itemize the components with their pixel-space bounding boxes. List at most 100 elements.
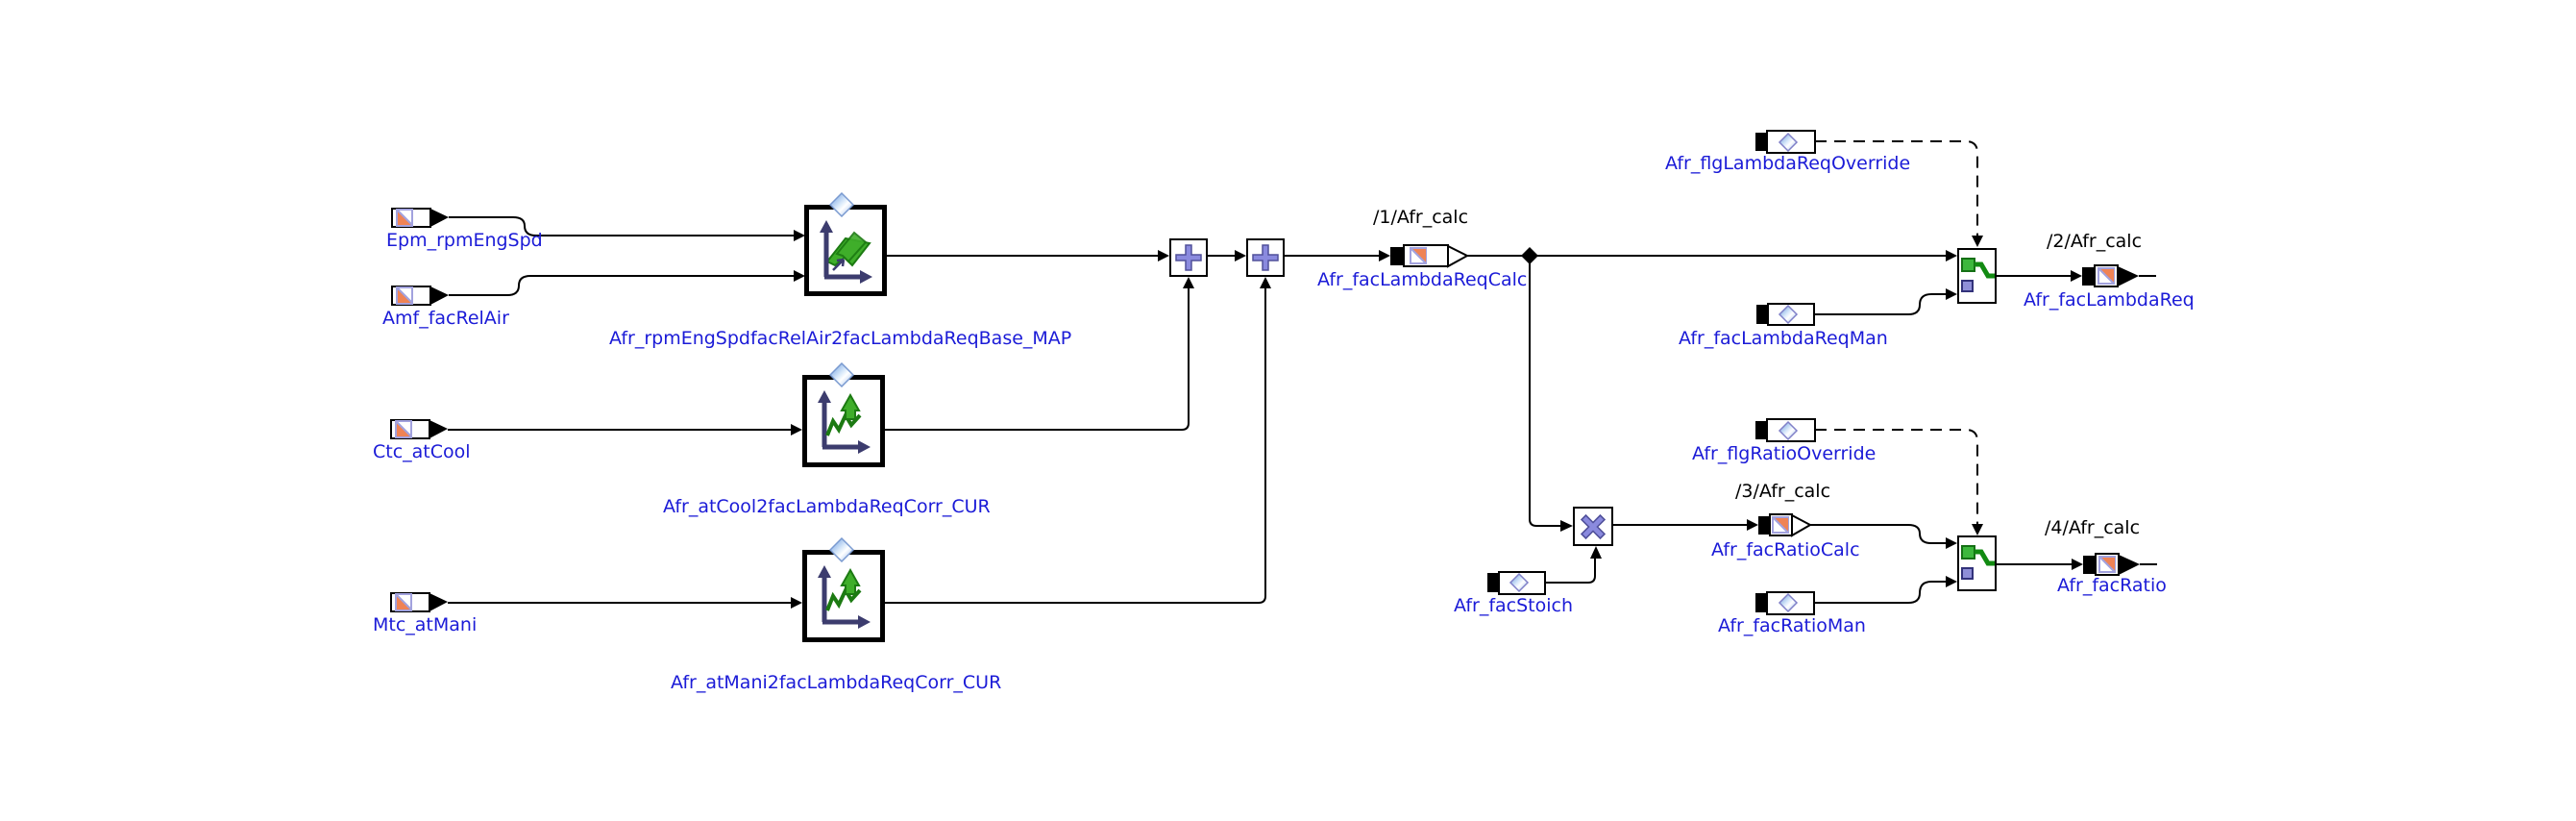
port-arrow-hollow <box>1447 244 1470 268</box>
message-icon <box>1778 304 1799 325</box>
plus-icon <box>1252 244 1279 271</box>
curve-icon <box>818 565 871 629</box>
msgport-label: Afr_flgRatioOverride <box>1692 443 1877 464</box>
arrowhead <box>1158 250 1169 261</box>
inport-epm-rpmengspd[interactable] <box>391 208 449 228</box>
wire-branch-to-mult[interactable] <box>1529 256 1573 532</box>
outport-label: Afr_facLambdaReq <box>2024 289 2195 311</box>
port-arrow <box>2119 555 2140 575</box>
add-block-2[interactable] <box>1246 238 1285 277</box>
curve-block-label: Afr_atMani2facLambdaReqCorr_CUR <box>671 672 1002 693</box>
arrowhead <box>794 270 805 282</box>
wire-ratiocalc-to-switch2[interactable] <box>1810 524 1957 549</box>
arrowhead <box>1946 537 1957 549</box>
wire-add2-to-outport1[interactable] <box>1285 250 1390 261</box>
wire-amf-to-map[interactable] <box>449 270 805 296</box>
arrowhead <box>1972 236 1983 247</box>
port-arrow <box>429 420 448 438</box>
inport-label: Amf_facRelAir <box>382 308 509 329</box>
msgport-afr-faclambdareqman[interactable] <box>1756 303 1815 326</box>
calibration-diamond-icon <box>829 537 854 562</box>
outport-label: Afr_facLambdaReqCalc <box>1317 269 1528 290</box>
inport-ctc-atcool[interactable] <box>390 419 448 439</box>
multiply-icon <box>1580 513 1607 539</box>
arrowhead <box>791 597 802 609</box>
inport-amf-facrelair[interactable] <box>391 286 449 306</box>
add-block-1[interactable] <box>1169 238 1208 277</box>
msgport-afr-flglambdareqoverride[interactable] <box>1755 130 1816 154</box>
map-lookup-block[interactable] <box>804 205 887 296</box>
wire-switch1-to-outport2[interactable] <box>1997 270 2082 282</box>
override-switch-ratio[interactable] <box>1957 535 1997 591</box>
override-switch-lambda[interactable] <box>1957 248 1997 304</box>
outport-1-afr-faclambdareqcalc[interactable] <box>1390 244 1470 268</box>
map-icon <box>820 219 872 284</box>
switch-icon <box>1961 545 1995 580</box>
arrowhead <box>1747 519 1758 531</box>
outport-2-afr-faclambdareq[interactable] <box>2082 264 2139 287</box>
wire-ctc-to-cur[interactable] <box>448 424 802 435</box>
curve-icon <box>818 390 871 454</box>
message-icon <box>1509 572 1530 593</box>
arrowhead <box>1972 524 1983 535</box>
sequence-tag: /4/Afr_calc <box>2045 517 2141 538</box>
port-arrow <box>2118 266 2139 286</box>
msgport-label: Afr_flgLambdaReqOverride <box>1665 153 1911 174</box>
arrowhead <box>1235 250 1246 261</box>
msgport-afr-facstoich[interactable] <box>1487 571 1546 595</box>
calibration-diamond-icon <box>829 192 854 217</box>
wire-ratioman-to-switch2[interactable] <box>1814 576 1957 604</box>
sequence-tag: /1/Afr_calc <box>1373 207 1469 228</box>
port-arrow-hollow <box>1791 513 1813 537</box>
arrowhead <box>1946 288 1957 300</box>
inport-label: Epm_rpmEngSpd <box>386 230 543 251</box>
arrowhead <box>1260 277 1271 288</box>
wire-lambdaman-to-switch1[interactable] <box>1814 288 1957 315</box>
sequence-tag: /3/Afr_calc <box>1735 481 1831 502</box>
wire-epm-to-map[interactable] <box>449 216 805 241</box>
arrowhead <box>1183 277 1194 288</box>
port-arrow <box>430 209 449 227</box>
wire-curcool-to-add1[interactable] <box>885 277 1194 431</box>
arrowhead <box>794 230 805 241</box>
msgport-label: Afr_facRatioMan <box>1718 615 1866 636</box>
wire-curmani-to-add2[interactable] <box>885 277 1271 604</box>
switch-icon <box>1961 258 1995 292</box>
curve-lookup-block-cool[interactable] <box>802 375 885 467</box>
outport-4-afr-facratio[interactable] <box>2083 553 2140 576</box>
wire-mtc-to-cur[interactable] <box>448 597 802 609</box>
curve-block-label: Afr_atCool2facLambdaReqCorr_CUR <box>663 496 991 517</box>
wire-switch2-to-outport4[interactable] <box>1997 559 2083 570</box>
calibration-diamond-icon <box>829 362 854 387</box>
wire-add1-to-add2[interactable] <box>1208 250 1246 261</box>
message-icon <box>1778 592 1799 613</box>
outport-label: Afr_facRatio <box>2057 575 2167 596</box>
wire-mult-to-outport3[interactable] <box>1613 519 1758 531</box>
arrowhead <box>791 424 802 435</box>
wire-stoich-to-mult[interactable] <box>1545 546 1602 584</box>
msgport-afr-facratioman[interactable] <box>1755 591 1815 615</box>
wire-flglambdaoverride-dashed[interactable] <box>1815 140 1983 247</box>
wire-lambdacalc-to-switch1[interactable] <box>1467 247 1957 264</box>
arrowhead <box>1946 250 1957 261</box>
inport-mtc-atmani[interactable] <box>390 592 448 612</box>
arrowhead <box>1560 520 1573 532</box>
outport-label: Afr_facRatioCalc <box>1711 539 1860 560</box>
arrowhead <box>1379 250 1390 261</box>
wire-flgratiooverride-dashed[interactable] <box>1815 429 1983 535</box>
message-icon <box>1778 420 1799 441</box>
msgport-afr-flgratiooverride[interactable] <box>1755 418 1816 442</box>
inport-label: Mtc_atMani <box>373 614 478 635</box>
message-icon <box>1778 132 1799 153</box>
curve-lookup-block-mani[interactable] <box>802 550 885 642</box>
msgport-label: Afr_facStoich <box>1454 595 1574 616</box>
outport-3-afr-facratiocalc[interactable] <box>1758 513 1813 537</box>
arrowhead <box>2071 270 2082 282</box>
arrowhead <box>2072 559 2083 570</box>
arrowhead <box>1946 576 1957 587</box>
multiply-block[interactable] <box>1573 507 1613 546</box>
wire-map-to-add1[interactable] <box>887 250 1169 261</box>
inport-label: Ctc_atCool <box>373 441 471 462</box>
